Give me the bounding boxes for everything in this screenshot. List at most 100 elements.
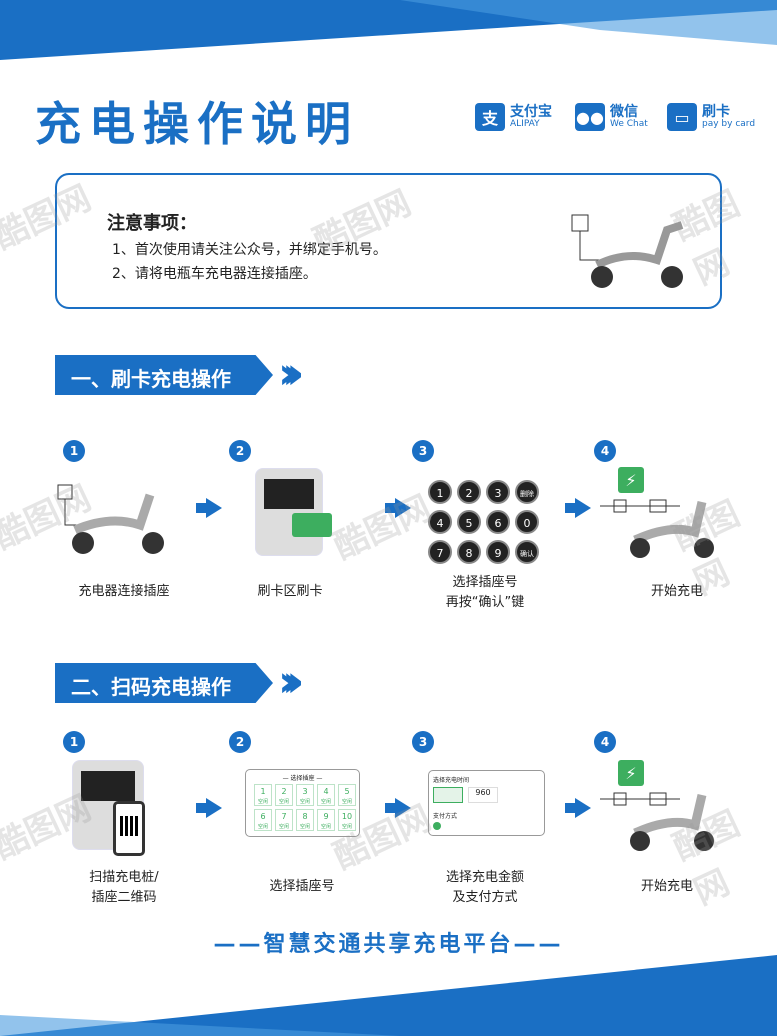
socket-status: 空闲 <box>257 824 268 830</box>
socket-number: 4 <box>323 787 329 796</box>
keypad-key[interactable]: 5 <box>457 510 481 534</box>
notice-heading: 注意事项： <box>107 213 197 234</box>
scooter-plug-illustration <box>57 484 164 554</box>
keypad-key[interactable]: 确认 <box>515 540 539 564</box>
qr-terminal-illustration <box>72 760 145 856</box>
notice-box: 注意事项： 1、首次使用请关注公众号，并绑定手机号。 2、请将电瓶车充电器连接插… <box>55 173 722 309</box>
socket-option[interactable]: 5 空闲 <box>338 784 356 806</box>
alipay-icon: 支 <box>475 103 505 131</box>
chevrons-icon: ››› <box>278 656 305 707</box>
socket-number: 5 <box>344 787 350 796</box>
socket-option[interactable]: 6 空闲 <box>254 809 272 831</box>
bottom-banner <box>0 955 777 1036</box>
wechat-sub: We Chat <box>610 118 648 129</box>
keypad-key[interactable]: 8 <box>457 540 481 564</box>
alipay-label: 支付宝 <box>510 103 552 120</box>
keypad-key[interactable]: 9 <box>486 540 510 564</box>
socket-screen-title: — 选择插座 — <box>282 775 323 782</box>
keypad-key[interactable]: 2 <box>457 480 481 504</box>
socket-option[interactable]: 2 空闲 <box>275 784 293 806</box>
socket-option[interactable]: 7 空闲 <box>275 809 293 831</box>
socket-number: 10 <box>341 812 353 821</box>
pay-screen-title: 选择充电时间 <box>433 777 470 784</box>
step-label: 开始充电 <box>640 879 693 894</box>
notice-item: 2、请将电瓶车充电器连接插座。 <box>112 266 317 282</box>
step-number: 4 <box>594 731 616 753</box>
keypad-key[interactable]: 7 <box>428 540 452 564</box>
socket-option[interactable]: 8 空闲 <box>296 809 314 831</box>
keypad-key[interactable]: 1 <box>428 480 452 504</box>
alipay-sub: ALIPAY <box>510 118 540 129</box>
step-number: 2 <box>229 731 251 753</box>
pay-method-title: 支付方式 <box>433 813 458 820</box>
footer-slogan: ——智慧交通共享充电平台—— <box>213 932 564 957</box>
svg-text:⚡: ⚡ <box>625 764 636 783</box>
keypad-key[interactable]: 删除 <box>515 480 539 504</box>
svg-text:⚡: ⚡ <box>625 471 636 490</box>
socket-option[interactable]: 10 空闲 <box>338 809 356 831</box>
charging-scooter-illustration: ⚡ <box>600 760 714 851</box>
scooter-socket-illustration <box>571 214 684 288</box>
card-icon: ▭ <box>667 103 697 131</box>
step-label: 充电器连接插座 <box>78 584 170 599</box>
socket-status: 空闲 <box>278 799 289 805</box>
step-label: 扫描充电桩/ 插座二维码 <box>89 870 159 905</box>
socket-option[interactable]: 3 空闲 <box>296 784 314 806</box>
socket-number: 7 <box>281 812 287 821</box>
wechat-icon: ●● <box>575 103 605 131</box>
socket-number: 8 <box>302 812 308 821</box>
arrow-icon <box>385 798 411 818</box>
step-label: 选择插座号 <box>269 879 335 894</box>
socket-number: 1 <box>260 787 266 796</box>
step-number: 2 <box>229 440 251 462</box>
amount-option[interactable] <box>433 787 463 803</box>
watermark: 酷图网 <box>0 787 98 868</box>
top-banner <box>0 0 777 60</box>
step-label: 选择插座号 再按“确认”键 <box>445 575 525 610</box>
arrow-icon <box>385 498 411 518</box>
socket-status: 空闲 <box>278 824 289 830</box>
socket-number: 3 <box>302 787 308 796</box>
step-number: 3 <box>412 731 434 753</box>
step-number: 3 <box>412 440 434 462</box>
step-label: 刷卡区刷卡 <box>257 584 323 599</box>
socket-number: 2 <box>281 787 287 796</box>
keypad-key[interactable]: 6 <box>486 510 510 534</box>
step-number: 1 <box>63 440 85 462</box>
section1-header: 一、刷卡充电操作 <box>55 355 273 395</box>
keypad-key[interactable]: 4 <box>428 510 452 534</box>
chevrons-icon: ››› <box>278 348 305 399</box>
amount-option[interactable]: 960 <box>468 787 498 803</box>
card-sub: pay by card <box>702 118 756 129</box>
socket-status: 空闲 <box>299 799 310 805</box>
charging-scooter-illustration: ⚡ <box>600 467 714 558</box>
keypad-key[interactable]: 0 <box>515 510 539 534</box>
socket-status: 空闲 <box>320 824 331 830</box>
wechat-pay-icon[interactable] <box>433 822 441 830</box>
arrow-icon <box>565 798 591 818</box>
watermark: 酷图网 <box>327 487 438 568</box>
socket-number: 6 <box>260 812 266 821</box>
phone-qr-icon <box>113 801 145 856</box>
socket-option[interactable]: 1 空闲 <box>254 784 272 806</box>
card-terminal-illustration <box>255 468 332 556</box>
socket-status: 空闲 <box>320 799 331 805</box>
step-number: 1 <box>63 731 85 753</box>
step-number: 4 <box>594 440 616 462</box>
socket-status: 空闲 <box>299 824 310 830</box>
arrow-icon <box>196 498 222 518</box>
section2-header: 二、扫码充电操作 <box>55 663 273 703</box>
socket-option[interactable]: 4 空闲 <box>317 784 335 806</box>
notice-item: 1、首次使用请关注公众号，并绑定手机号。 <box>112 242 387 258</box>
socket-status: 空闲 <box>341 799 352 805</box>
socket-status: 空闲 <box>257 799 268 805</box>
socket-status: 空闲 <box>341 824 352 830</box>
keypad-key[interactable]: 3 <box>486 480 510 504</box>
wechat-label: 微信 <box>610 103 638 120</box>
